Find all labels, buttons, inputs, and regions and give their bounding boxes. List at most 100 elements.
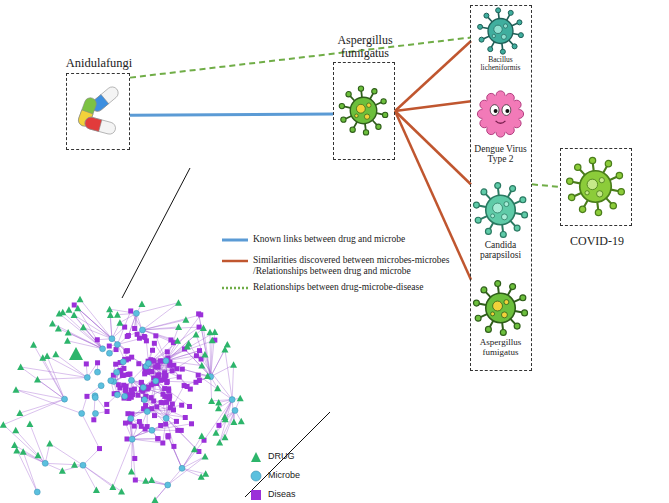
drug-triangle <box>80 324 87 331</box>
drug-triangle <box>182 316 189 323</box>
disease-square <box>149 395 154 400</box>
microbe-circle <box>179 465 185 471</box>
drug-triangle <box>175 299 182 306</box>
disease-square <box>84 394 89 399</box>
legend-line <box>222 287 248 290</box>
pill-capsule <box>84 116 117 136</box>
disease-square <box>171 363 176 368</box>
disease-square <box>116 382 121 387</box>
virus-knob <box>616 172 622 178</box>
disease-square <box>142 334 147 339</box>
drug-triangle <box>148 476 155 483</box>
disease-square <box>166 389 171 394</box>
disease-square <box>95 337 100 342</box>
virus-knob <box>485 326 491 332</box>
icon-group <box>473 183 527 238</box>
disease-square <box>164 380 169 385</box>
disease-square <box>124 349 129 354</box>
network-link <box>204 400 232 441</box>
virus-knob <box>514 323 520 329</box>
virus-knob <box>479 37 484 42</box>
drug-triangle <box>209 337 216 344</box>
icon-group <box>77 85 121 136</box>
virus-body <box>580 171 612 203</box>
legend-item: Known links between drug and microbe <box>222 234 473 246</box>
disease-square <box>114 347 119 352</box>
disease-square <box>126 372 131 377</box>
network-link <box>182 436 202 468</box>
disease-square <box>185 384 190 389</box>
virus-body <box>488 19 513 44</box>
network-link <box>146 340 171 366</box>
network-link <box>166 361 190 389</box>
disease-square <box>152 413 157 418</box>
virus-body <box>486 293 516 323</box>
disease-square <box>198 312 203 317</box>
virus-knob <box>475 217 481 223</box>
drug-triangle <box>221 413 228 420</box>
microbe-box: Aspergillus fumigatus <box>333 62 395 160</box>
drug-triangle <box>185 340 192 347</box>
microbe-circle <box>153 378 159 384</box>
icon-illustration <box>471 278 530 338</box>
network-link <box>152 424 192 431</box>
microbe-circle <box>120 359 126 365</box>
disease-square <box>183 415 188 420</box>
virus-knob <box>488 47 493 52</box>
disease-square <box>160 400 165 405</box>
virus-spot <box>504 300 509 305</box>
network-link <box>63 312 103 349</box>
disease-square <box>154 404 159 409</box>
drug-triangle <box>138 300 145 307</box>
virus-spot <box>492 34 495 37</box>
icon-group <box>478 8 524 54</box>
network-link <box>20 399 65 413</box>
disease-box: COVID-19 <box>560 148 632 226</box>
drug-triangle <box>114 311 121 318</box>
virus-spot <box>599 178 604 183</box>
drug-triangle <box>12 386 19 393</box>
network-link <box>216 410 235 432</box>
drug-triangle <box>46 440 53 447</box>
legend-sample <box>222 234 248 246</box>
virus-knob <box>522 310 528 316</box>
virus-knob <box>595 209 601 215</box>
virus-spot <box>491 312 495 316</box>
disease-square <box>187 404 192 409</box>
virus-knob <box>567 178 573 184</box>
disease-square <box>120 373 125 378</box>
virus-knob <box>341 117 346 122</box>
network-link <box>156 356 197 381</box>
virus-knob <box>485 228 491 234</box>
network-link <box>16 390 65 399</box>
network-link <box>220 410 235 442</box>
virus-knob <box>618 189 624 195</box>
virus-knob <box>381 99 386 104</box>
network-link <box>185 349 211 377</box>
drug-triangle <box>191 446 198 453</box>
disease-square <box>137 419 142 424</box>
network-link <box>152 421 177 430</box>
virus-eye <box>490 105 499 116</box>
drug-triangle <box>59 467 66 474</box>
network-link <box>45 463 74 464</box>
network-link <box>3 425 45 464</box>
disease-square <box>123 421 128 426</box>
network-link <box>185 349 211 377</box>
virus-eye <box>502 105 511 116</box>
drug-triangle <box>34 376 41 383</box>
microbe-item: Dengue Virus Type 2 <box>471 82 530 178</box>
network-link <box>166 328 203 361</box>
virus-spot <box>587 179 598 190</box>
disease-square <box>179 403 184 408</box>
network-link <box>132 438 158 439</box>
legend-line <box>222 239 248 242</box>
network-graph <box>0 296 245 503</box>
disease-square <box>128 308 133 313</box>
drug-triangle <box>208 397 215 404</box>
icon-illustration <box>564 152 627 221</box>
connector-line <box>130 114 333 115</box>
legend-sample <box>250 451 262 463</box>
microbe-circle <box>163 358 169 364</box>
